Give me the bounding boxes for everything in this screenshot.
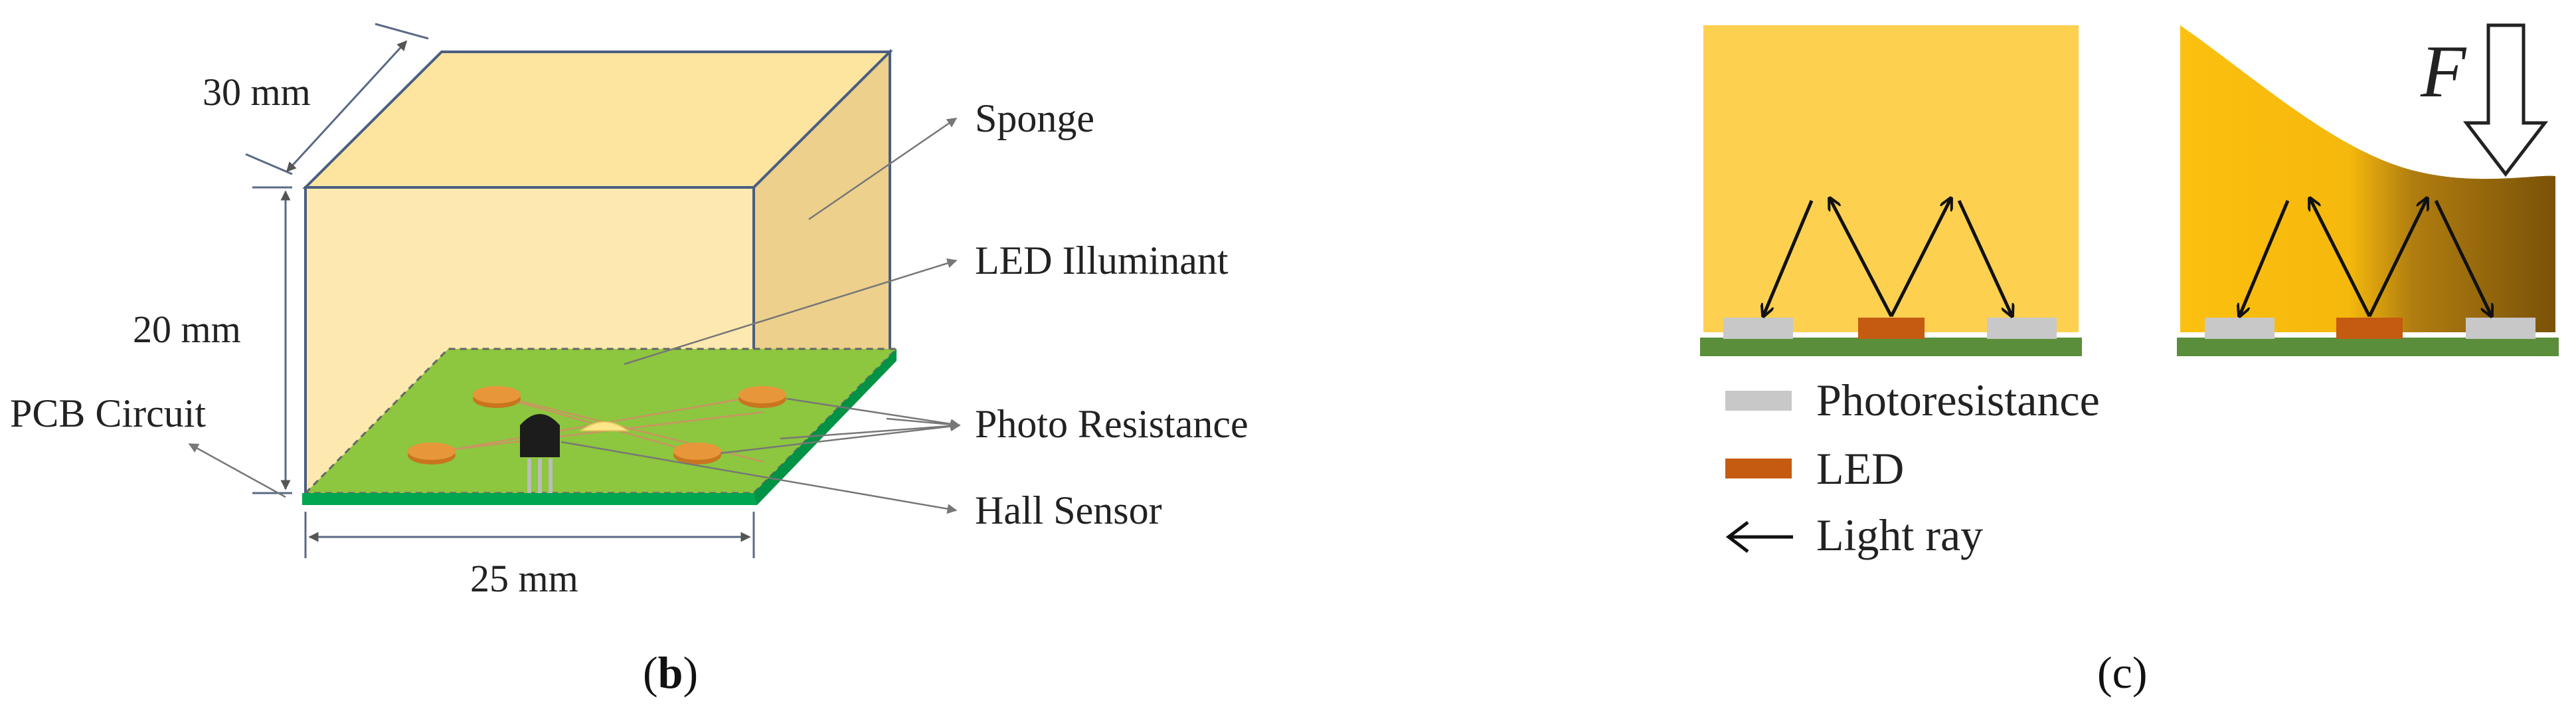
- width-dimension-label: 25 mm: [470, 557, 578, 600]
- sponge-label: Sponge: [975, 96, 1094, 140]
- panel-b-caption-letter: b: [658, 647, 683, 698]
- led-legend-label: LED: [1816, 443, 1904, 494]
- photoresistor-left: [2205, 318, 2275, 339]
- led: [1858, 318, 1925, 339]
- force-label: F: [2420, 31, 2467, 113]
- panel-b-diagram: 30 mm 20 mm 25 mm Sponge LED Illuminant …: [10, 23, 1248, 698]
- photoresistor-right: [1987, 318, 2057, 339]
- photoresistor: [408, 443, 456, 465]
- relaxed-sponge: [1703, 25, 2079, 332]
- relaxed-light-rays: [1763, 198, 2012, 316]
- left-arrow-icon: [1725, 521, 1793, 553]
- height-dimension-label: 20 mm: [133, 308, 241, 351]
- panel-c-diagram: F Photoresistance LED Light ray (c): [1700, 23, 2559, 698]
- depth-dimension-label: 30 mm: [203, 70, 311, 114]
- panel-b-caption: (b): [643, 647, 698, 698]
- pcb-board-front-edge: [302, 493, 757, 505]
- photoresistor: [673, 443, 721, 465]
- compressed-light-rays: [2239, 198, 2492, 316]
- pcb-circuit-label: PCB Circuit: [10, 391, 206, 435]
- dimension-lines: [245, 23, 755, 558]
- photoresistor: [473, 386, 521, 408]
- led-swatch: [1725, 459, 1792, 478]
- led-illuminant-label: LED Illuminant: [975, 239, 1229, 282]
- photoresistance-swatch: [1725, 391, 1792, 411]
- photoresistance-legend-label: Photoresistance: [1816, 375, 2100, 425]
- compressed-board: [2177, 338, 2559, 356]
- force-down-arrow-icon: [2462, 23, 2549, 177]
- hall-sensor-label: Hall Sensor: [975, 488, 1162, 532]
- photo-resistance-label: Photo Resistance: [975, 402, 1248, 446]
- panel-c-caption-letter: c: [2112, 647, 2132, 698]
- photoresistor-right: [2466, 318, 2535, 339]
- legend: Photoresistance LED Light ray: [1725, 375, 2100, 560]
- relaxed-board: [1700, 338, 2082, 356]
- led-illuminant: [578, 421, 630, 431]
- photoresistors: [408, 386, 786, 465]
- photoresistor-left: [1723, 318, 1793, 339]
- led: [2336, 318, 2403, 339]
- photoresistor: [738, 386, 786, 408]
- leader-lines: [188, 117, 961, 514]
- panel-c-caption: (c): [2097, 647, 2148, 698]
- light-ray-legend-label: Light ray: [1816, 510, 1983, 560]
- pcb-board-side-edge: [754, 349, 897, 505]
- hall-sensor: [520, 414, 560, 493]
